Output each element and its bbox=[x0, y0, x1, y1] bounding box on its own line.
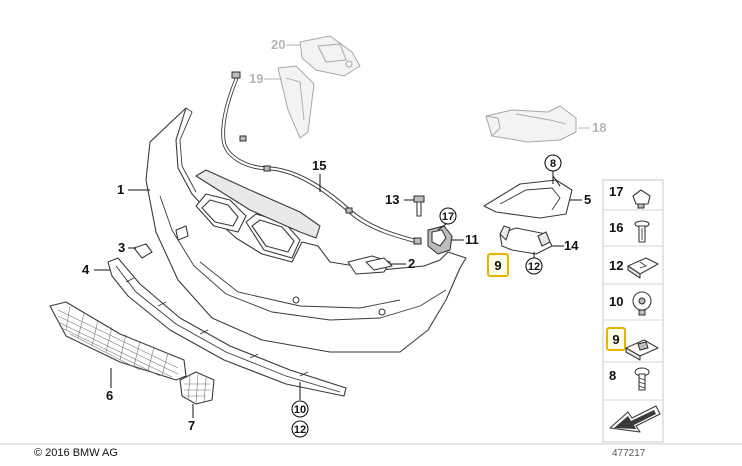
part-20-bracket bbox=[299, 35, 361, 77]
part-14-bracket bbox=[499, 225, 553, 255]
part-2-tow-hook-cover bbox=[365, 257, 393, 271]
callout-9-highlight bbox=[487, 253, 509, 277]
callout-11: 11 bbox=[465, 232, 479, 247]
part-5-housing bbox=[483, 179, 573, 219]
callout-1: 1 bbox=[117, 182, 124, 197]
direction-arrow-icon bbox=[609, 405, 661, 433]
callout-9-top: 9 bbox=[494, 258, 501, 273]
sidebar-label-17: 17 bbox=[609, 184, 623, 199]
callout-12-bottom: 12 bbox=[294, 424, 306, 436]
callout-circle-8 bbox=[544, 154, 562, 172]
part-18-air-duct bbox=[485, 105, 577, 143]
callout-4: 4 bbox=[82, 262, 90, 277]
fastener-panel bbox=[602, 179, 664, 443]
callout-19: 19 bbox=[249, 71, 263, 86]
part-6-grille-mesh bbox=[49, 301, 187, 381]
spring-nut-icon bbox=[627, 257, 659, 279]
copyright-text: © 2016 BMW AG bbox=[34, 447, 118, 459]
sidebar-label-9: 9 bbox=[612, 332, 619, 347]
part-3-cover bbox=[133, 243, 153, 259]
callout-3: 3 bbox=[118, 240, 125, 255]
callout-20: 20 bbox=[271, 37, 285, 52]
callout-6: 6 bbox=[106, 388, 113, 403]
callout-14: 14 bbox=[564, 238, 579, 253]
screw-icon bbox=[634, 367, 650, 391]
callout-7: 7 bbox=[188, 418, 195, 433]
callout-18: 18 bbox=[592, 120, 606, 135]
sidebar-label-12: 12 bbox=[609, 258, 623, 273]
part-11-sensor bbox=[427, 225, 453, 255]
part-15-wiring-harness bbox=[221, 71, 422, 245]
sidebar-label-10: 10 bbox=[609, 294, 623, 309]
part-1-bumper-panel bbox=[145, 107, 467, 353]
diagram-id: 477217 bbox=[612, 448, 646, 459]
callout-circle-12-top bbox=[525, 257, 543, 275]
push-nut-icon bbox=[632, 291, 652, 316]
callout-13: 13 bbox=[385, 192, 399, 207]
part-19-trim bbox=[277, 65, 315, 139]
callout-8-top: 8 bbox=[550, 158, 556, 170]
part-4-spoiler bbox=[107, 257, 347, 397]
callout-circle-12-bottom bbox=[291, 420, 309, 438]
callout-2: 2 bbox=[408, 256, 415, 271]
sheet-metal-nut-icon bbox=[625, 339, 659, 361]
part-7-side-grille bbox=[179, 371, 215, 405]
clip-nut-icon bbox=[632, 189, 651, 209]
callout-5: 5 bbox=[584, 192, 591, 207]
expanding-rivet-icon bbox=[634, 220, 650, 243]
callout-15: 15 bbox=[312, 158, 326, 173]
callout-circle-17 bbox=[439, 207, 457, 225]
callout-17-top: 17 bbox=[442, 211, 454, 223]
callout-12-top: 12 bbox=[528, 261, 540, 273]
callout-circle-10-bottom bbox=[291, 400, 309, 418]
sidebar-9-highlight bbox=[606, 327, 626, 351]
sidebar-label-8: 8 bbox=[609, 368, 616, 383]
sidebar-label-16: 16 bbox=[609, 220, 623, 235]
callout-10-bottom: 10 bbox=[294, 404, 306, 416]
part-13-screw bbox=[413, 195, 425, 217]
